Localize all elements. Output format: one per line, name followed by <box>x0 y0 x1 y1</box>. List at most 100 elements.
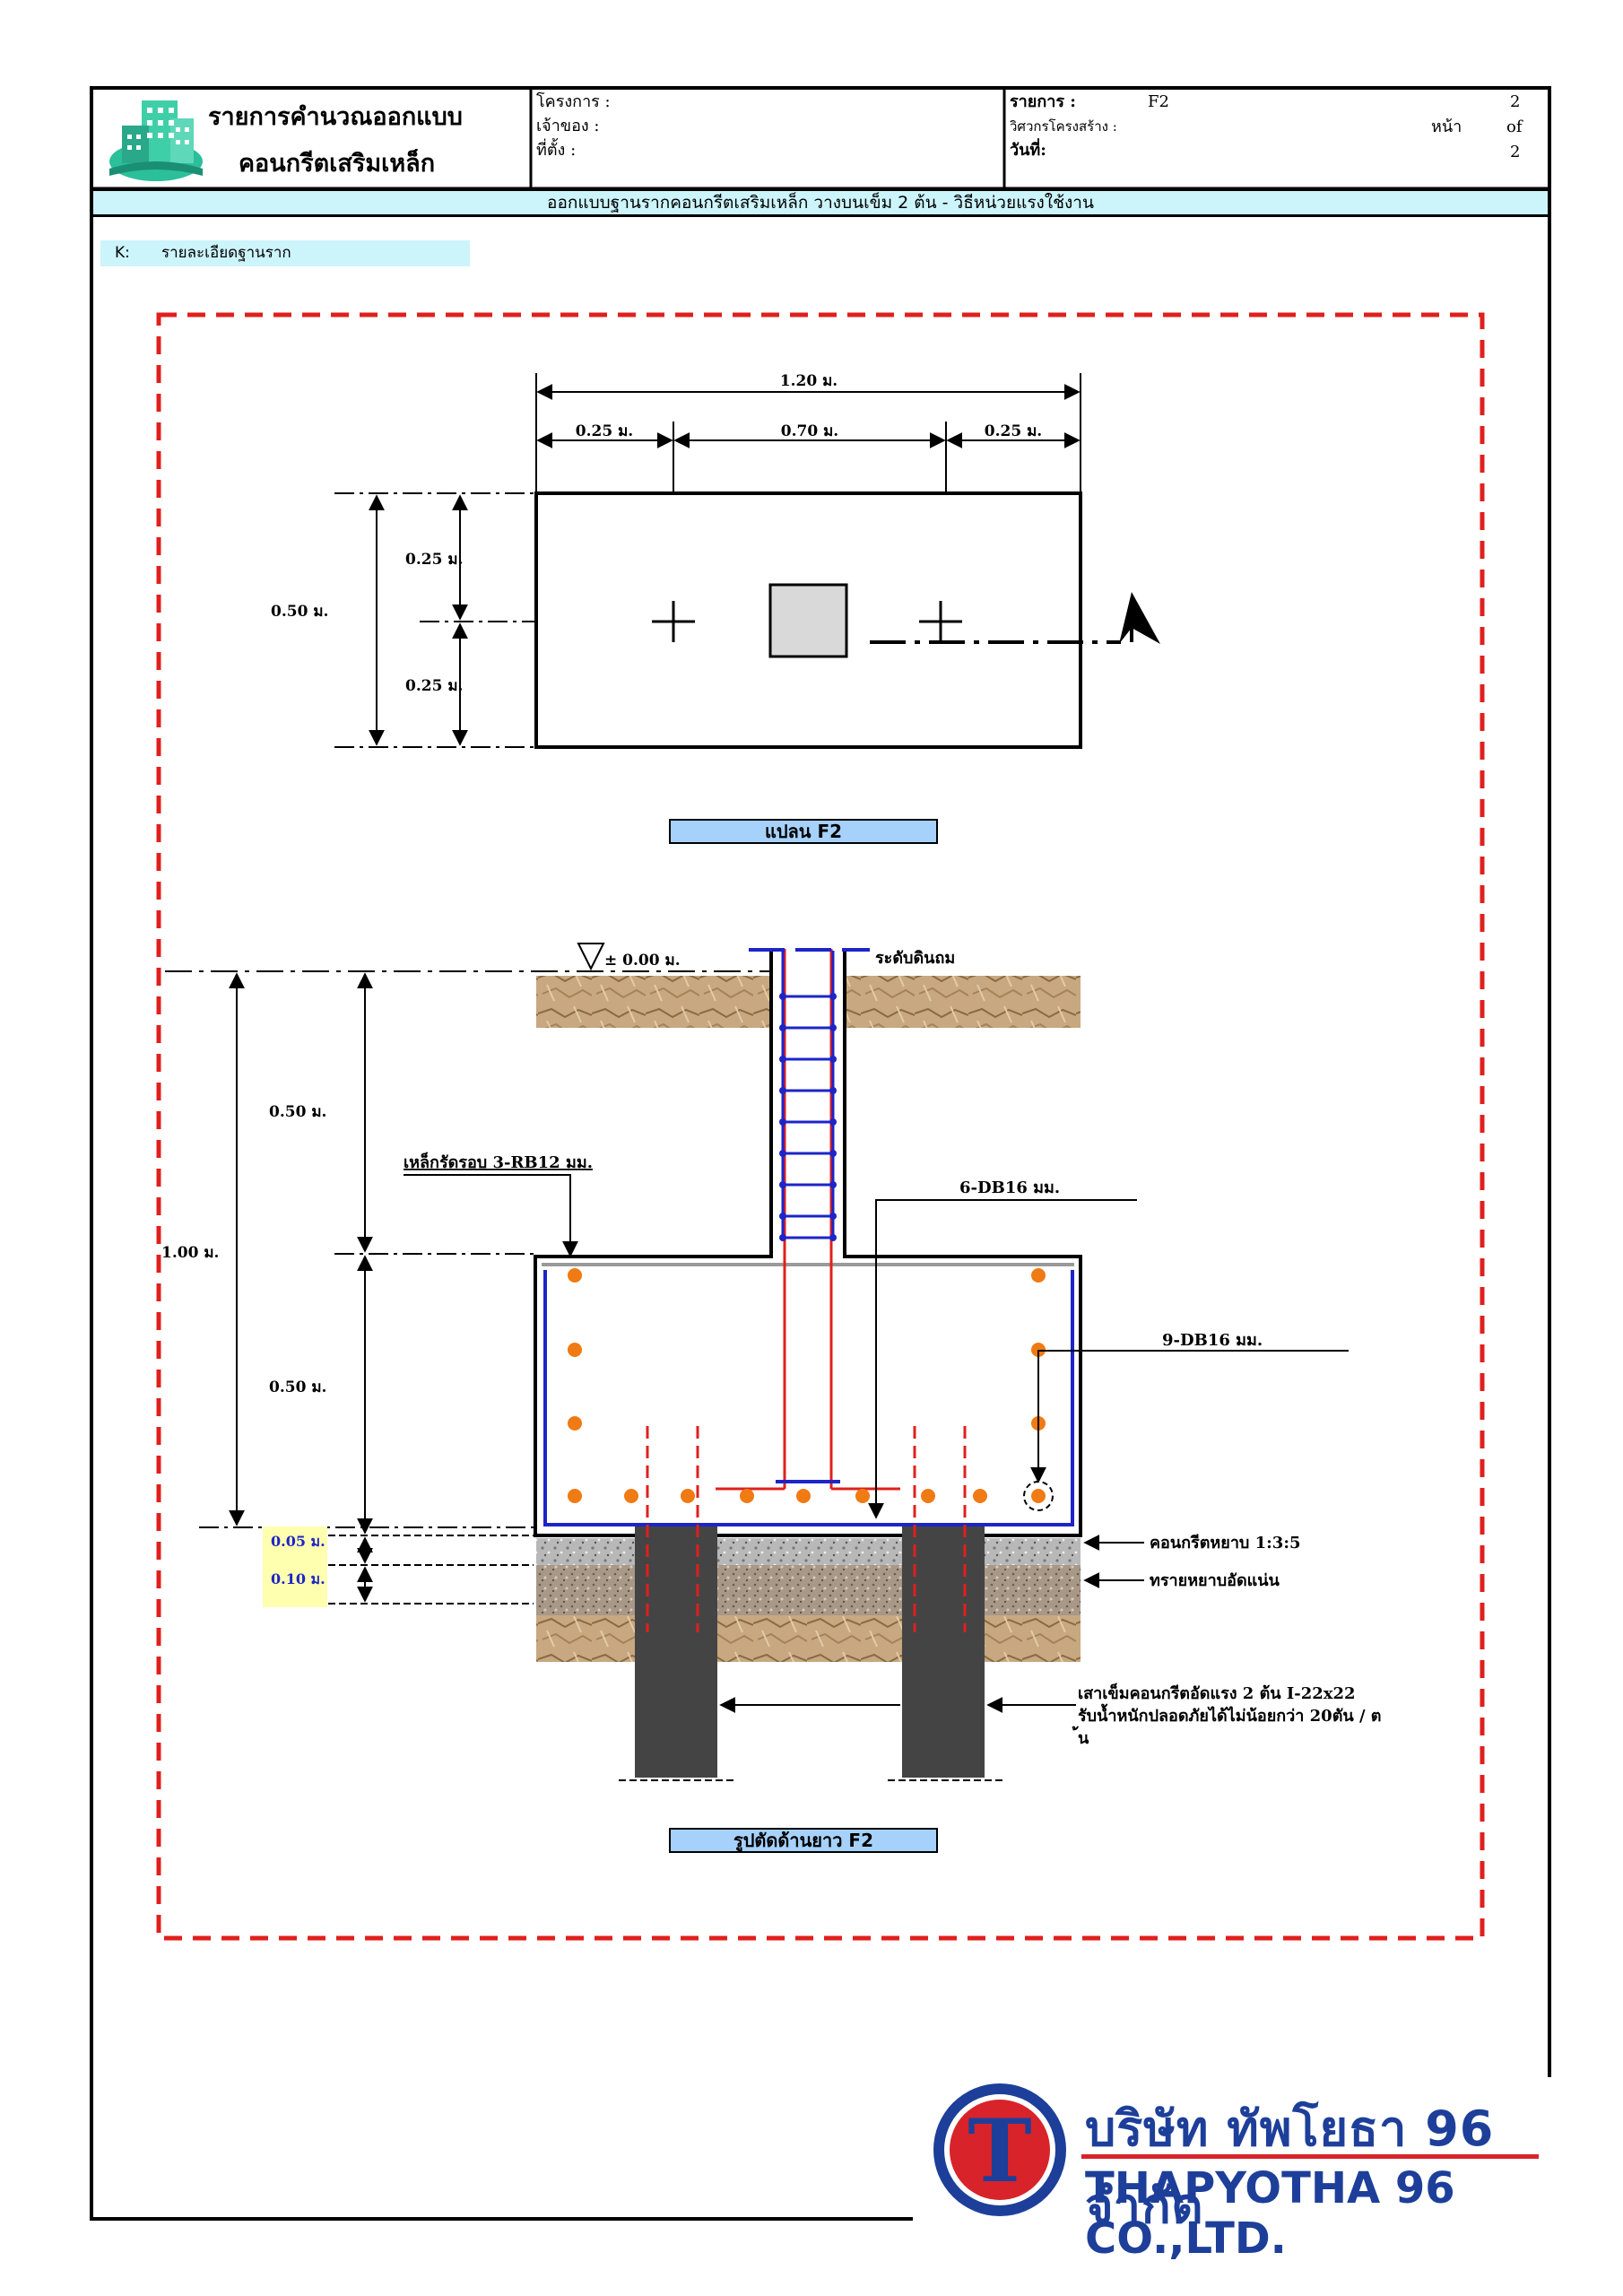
pile-mark-left <box>652 601 695 642</box>
tie-bar-dot <box>829 1213 837 1220</box>
rebar-dot <box>973 1489 987 1503</box>
page-frame <box>90 86 1551 2221</box>
tie-bar-dot <box>779 1087 786 1094</box>
footing-bar-dots <box>568 1268 1046 1503</box>
pile-left <box>635 1525 717 1778</box>
dim-sand-thickness: 0.10 ม. <box>271 1570 325 1587</box>
tie-bar-dot <box>779 1234 786 1241</box>
logo-letter: T <box>968 2100 1031 2202</box>
rebar-dot <box>740 1489 754 1503</box>
section-title: รายละเอียดฐานราก <box>161 244 291 262</box>
tie-bar-dot <box>829 1024 837 1031</box>
building-logo-icon <box>109 100 203 181</box>
column-bars-label: 6-DB16 มม. <box>959 1178 1060 1197</box>
tie-bar-dot <box>829 1181 837 1188</box>
ground-level-value: ± 0.00 ม. <box>604 952 681 970</box>
rebar-dot <box>568 1343 582 1357</box>
footing-section-outline <box>534 951 1082 1537</box>
rebar-dot <box>568 1489 582 1503</box>
rebar-dot <box>855 1489 870 1503</box>
dim-plan-total-depth: 0.50 ม. <box>271 603 328 621</box>
pile-right <box>902 1525 985 1778</box>
tie-bar-dot <box>779 1150 786 1157</box>
doc-title-line1: รายการคำนวณออกแบบ <box>208 103 463 131</box>
section-caption: รูปตัดด้านยาว F2 <box>669 1828 938 1853</box>
lean-concrete-layer <box>536 1538 1081 1565</box>
tie-bar-dot <box>779 1118 786 1126</box>
soil-fill-left <box>536 976 771 1028</box>
company-name-th: บริษัท ทัพโยธา 96 จำกัด <box>1085 2100 1495 2234</box>
date-label: วันที่: <box>1010 141 1046 160</box>
dim-plan-edge-right: 0.25 ม. <box>985 422 1042 440</box>
design-banner: ออกแบบฐานรากคอนกรีตเสริมเหล็ก วางบนเข็ม … <box>93 188 1548 217</box>
engineer-label: วิศวกรโครงสร้าง : <box>1010 118 1117 135</box>
tie-bar-dot <box>829 1087 837 1094</box>
pile-label-line1: เสาเข็มคอนกรีตอัดแรง 2 ต้น I-22x22 <box>1078 1683 1356 1703</box>
project-label: โครงการ : <box>536 92 611 111</box>
page-number: 2 <box>1510 92 1521 111</box>
dim-section-total: 1.00 ม. <box>161 1244 219 1262</box>
page-label: หน้า <box>1431 117 1462 136</box>
footing-stirrup <box>543 1270 1074 1526</box>
tie-bar-dot <box>829 1234 837 1241</box>
rebar-dot <box>568 1416 582 1431</box>
dim-section-upper: 0.50 ม. <box>269 1103 326 1121</box>
section-tag: K: รายละเอียดฐานราก <box>100 240 470 266</box>
ground-level-icon <box>577 943 605 971</box>
dim-plan-depth-top: 0.25 ม. <box>405 551 463 569</box>
tie-bar-dot <box>829 993 837 1000</box>
section-code: K: <box>115 244 130 262</box>
sand-layer <box>536 1565 1081 1615</box>
rebar-dot <box>681 1489 695 1503</box>
item-label: รายการ : <box>1010 92 1076 111</box>
tie-bar-dot <box>829 1118 837 1126</box>
tie-bar-dot <box>779 1024 786 1031</box>
company-t-logo-icon: T <box>933 2083 1066 2216</box>
rebar-dot <box>1031 1489 1046 1503</box>
company-divider <box>1081 2154 1539 2159</box>
dim-plan-depth-bottom: 0.25 ม. <box>405 677 463 695</box>
rebar-dot <box>624 1489 638 1503</box>
ground-fill-label: ระดับดินถม <box>875 949 955 968</box>
rebar-dot <box>568 1268 582 1283</box>
tie-bar-dot <box>829 1150 837 1157</box>
soil-fill-right <box>845 976 1081 1028</box>
company-name-en: THAPYOTHA 96 CO.,LTD. <box>1085 2163 1455 2264</box>
tie-bar-dot <box>829 1056 837 1063</box>
soil-below <box>536 1615 1081 1662</box>
lean-concrete-label: คอนกรีตหยาบ 1:3:5 <box>1150 1534 1301 1552</box>
page-total: 2 <box>1510 143 1521 161</box>
tie-bar-dot <box>779 993 786 1000</box>
of-label: of <box>1506 117 1523 136</box>
dim-plan-center-span: 0.70 ม. <box>781 422 838 440</box>
owner-label: เจ้าของ : <box>536 117 600 135</box>
section-view: ± 0.00 ม. ระดับดินถม 1.00 ม. 0.50 ม. 0.5… <box>161 943 1381 1781</box>
dim-lean-thickness: 0.05 ม. <box>271 1533 325 1550</box>
plan-view: 1.20 ม. 0.25 ม. 0.70 ม. 0.25 ม. 0.50 ม. … <box>271 372 1160 749</box>
column-tie-dots <box>779 993 837 1241</box>
item-value: F2 <box>1148 92 1169 111</box>
sand-fill-label: ทรายหยาบอัดแน่น <box>1150 1571 1280 1590</box>
column-ties <box>783 995 833 1239</box>
rebar-dot <box>921 1489 935 1503</box>
plan-column <box>768 583 848 658</box>
dim-section-footing: 0.50 ม. <box>269 1378 326 1396</box>
section-arrow-icon <box>1119 592 1160 644</box>
footing-bars-label: 9-DB16 มม. <box>1162 1331 1263 1350</box>
dim-plan-total-width: 1.20 ม. <box>780 372 838 390</box>
rebar-dot <box>1031 1268 1046 1283</box>
dim-plan-edge-left: 0.25 ม. <box>576 422 633 440</box>
location-label: ที่ตั้ง : <box>536 141 577 160</box>
tie-bar-dot <box>779 1181 786 1188</box>
doc-title-line2: คอนกรีตเสริมเหล็ก <box>239 150 436 178</box>
rebar-dot <box>796 1489 811 1503</box>
pile-label-line2: รับน้ำหนักปลอดภัยได้ไม่น้อยกว่า 20ตัน / … <box>1078 1703 1381 1726</box>
tie-bar-label: เหล็กรัดรอบ 3-RB12 มม. <box>404 1152 593 1172</box>
plan-caption: แปลน F2 <box>669 819 938 844</box>
tie-bar-dot <box>779 1213 786 1220</box>
tie-bar-dot <box>779 1056 786 1063</box>
pile-mark-right <box>919 601 962 642</box>
pile-label-line3: ้น <box>1072 1726 1089 1748</box>
detail-border <box>156 312 1485 1941</box>
